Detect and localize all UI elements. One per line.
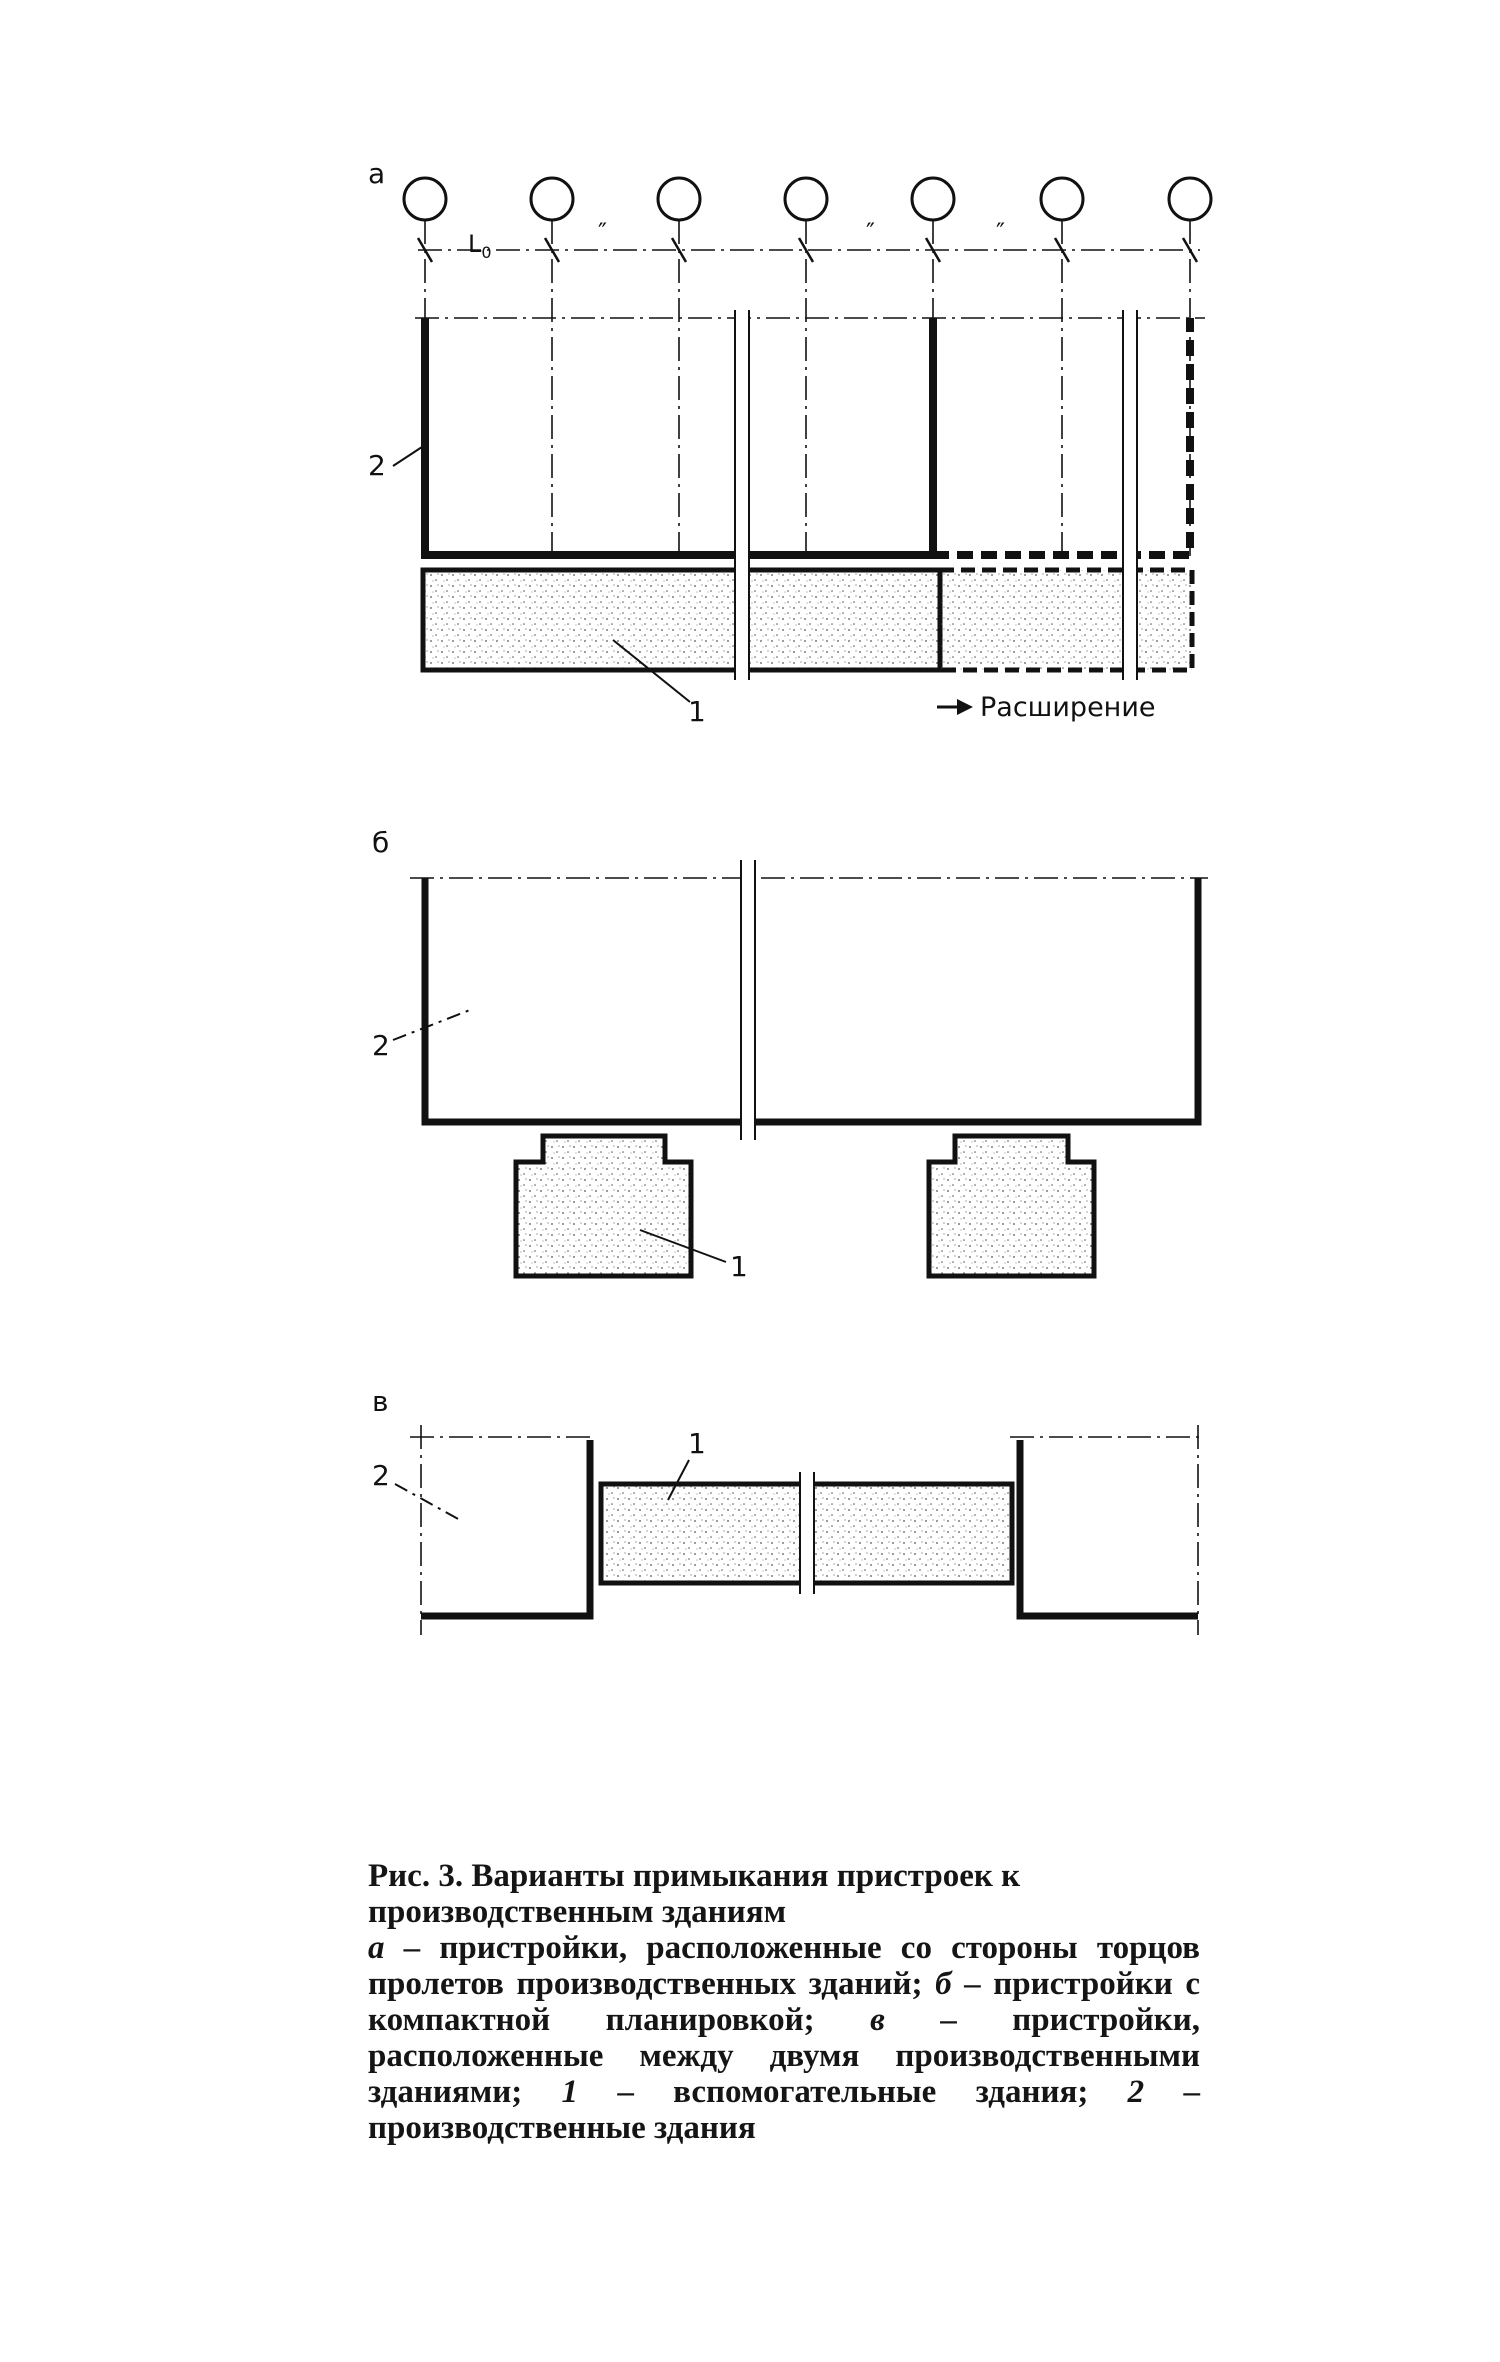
caption-text: – производственные здания xyxy=(368,2074,1200,2146)
callout-2-label: 2 xyxy=(368,449,386,482)
callout-1-label: 1 xyxy=(730,1250,748,1283)
span-label: L0 xyxy=(468,232,492,261)
panel-c-letter: в xyxy=(372,1385,389,1418)
axis-marker xyxy=(529,176,575,222)
break-marks xyxy=(734,310,1138,680)
figure-3-diagram xyxy=(392,176,1213,1635)
callout-2-leader xyxy=(392,444,426,467)
production-building-left-wall xyxy=(421,1440,594,1620)
callout-1-leader xyxy=(667,1459,690,1501)
figure-caption: Рис. 3. Варианты примыкания пристроек к … xyxy=(368,1858,1200,2146)
column-axis-markers xyxy=(402,176,1213,222)
caption-key: б xyxy=(935,1966,952,2002)
callout-1-label: 1 xyxy=(688,695,706,728)
span-label-main: L xyxy=(468,230,482,258)
callout-2-label: 2 xyxy=(372,1459,390,1492)
dimension-ticks xyxy=(416,237,1199,263)
production-building-wall xyxy=(421,318,937,559)
caption-text: – пристройки с компактной планировкой; xyxy=(368,1966,1201,2038)
auxiliary-building xyxy=(926,1133,1097,1279)
auxiliary-building-extension xyxy=(937,567,1195,673)
span-label-subscript: 0 xyxy=(481,242,492,262)
axis-lines xyxy=(415,220,1205,560)
expansion-label: Расширение xyxy=(980,692,1156,723)
axis-marker xyxy=(402,176,448,222)
panel-a xyxy=(392,176,1213,715)
axis-marker xyxy=(910,176,956,222)
break-marks xyxy=(740,860,756,1140)
auxiliary-building xyxy=(513,1133,694,1279)
axis-marker xyxy=(783,176,829,222)
production-building-wall xyxy=(421,878,1202,1126)
panel-a-letter: а xyxy=(368,157,386,190)
ditto-mark: ″ xyxy=(598,218,607,246)
axis-marker xyxy=(656,176,702,222)
caption-text: – вспомогательные здания; xyxy=(578,2074,1128,2110)
callout-2-leader xyxy=(392,1009,471,1041)
callout-1-leader xyxy=(639,1229,727,1263)
panel-b-letter: б xyxy=(372,826,390,859)
caption-text: – пристройки, расположенные со стороны т… xyxy=(368,1930,1200,2002)
caption-key: 2 xyxy=(1127,2074,1145,2110)
callout-1-leader xyxy=(612,639,691,703)
ditto-mark: ″ xyxy=(996,218,1005,246)
caption-key: 1 xyxy=(561,2074,579,2110)
boundary-lines xyxy=(410,1425,1205,1635)
caption-key: в xyxy=(870,2002,885,2038)
caption-title: Рис. 3. Варианты примыкания пристроек к … xyxy=(368,1858,1021,1930)
panel-b xyxy=(392,860,1208,1279)
callout-2-leader xyxy=(394,1483,461,1521)
caption-text: – пристройки, расположенные между двумя … xyxy=(368,2002,1200,2110)
axis-marker xyxy=(1039,176,1085,222)
production-building-extension xyxy=(933,318,1194,559)
expansion-arrow-icon xyxy=(937,699,973,715)
production-building-right-wall xyxy=(1016,1440,1198,1620)
break-marks xyxy=(799,1472,815,1594)
callout-1-label: 1 xyxy=(688,1427,706,1460)
callout-2-label: 2 xyxy=(372,1029,390,1062)
axis-marker xyxy=(1167,176,1213,222)
caption-key: а xyxy=(368,1930,385,1966)
ditto-mark: ″ xyxy=(866,218,875,246)
caption-legend: а – пристройки, расположенные со стороны… xyxy=(368,1930,1200,2146)
panel-c xyxy=(394,1425,1205,1635)
auxiliary-building xyxy=(420,567,943,673)
